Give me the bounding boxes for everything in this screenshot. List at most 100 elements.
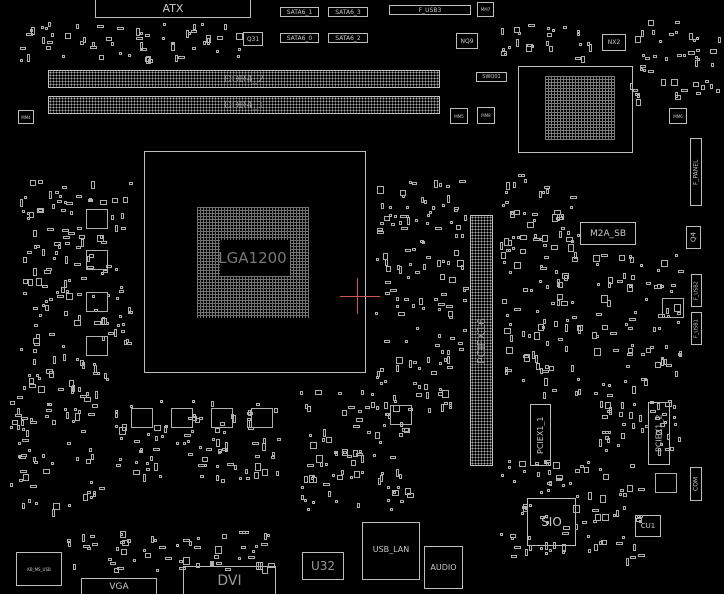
smd-pad [605,449,608,452]
smd-pad [356,418,363,422]
dvi-port[interactable]: DVI [183,566,276,594]
mm7-component[interactable]: MM7 [477,2,494,17]
mm4-component[interactable]: MM4 [18,110,34,124]
smd-pad [377,228,383,231]
smd-pad [616,510,619,517]
sata6-3-port[interactable]: SATA6_3 [328,7,368,17]
cpu-socket[interactable] [144,151,366,373]
smd-pad [341,470,344,475]
smd-pad [577,30,580,33]
audio-port[interactable]: AUDIO [424,546,463,589]
atx-connector[interactable]: ATX [95,0,251,18]
smd-pad [354,471,360,478]
ddr4-1-slot[interactable]: DDR4_1 [48,96,440,114]
smd-pad [602,325,608,330]
smd-pad [312,475,315,478]
smd-pad [203,41,206,45]
smd-pad [522,379,525,382]
smd-pad [450,337,455,340]
m2a-sb-slot[interactable]: M2A_SB [580,222,636,245]
smd-pad [380,382,383,385]
smd-pad [545,542,548,550]
smd-pad [225,568,231,571]
smd-pad [381,203,384,209]
smd-pad [619,493,622,496]
smd-pad [545,515,548,518]
sata6-2-port[interactable]: SATA6_2 [328,33,368,43]
smd-pad [427,357,430,363]
smd-pad [439,362,442,365]
smd-pad [353,425,360,428]
smd-pad [390,289,397,292]
usb-lan-port[interactable]: USB_LAN [362,522,420,580]
inductor-pad [655,473,677,493]
chipset-outline[interactable] [518,66,633,153]
smd-pad [523,288,528,292]
pciex16-slot[interactable]: PCIEX16 [470,215,493,466]
smd-pad [53,356,56,364]
mm6-component[interactable]: MM6 [669,108,687,124]
smd-pad [664,359,667,365]
smd-pad [10,426,13,429]
vga-port[interactable]: VGA [81,578,157,594]
smd-pad [165,557,172,560]
vga-label: VGA [109,582,129,592]
smd-pad [580,465,584,468]
pciex1-1-slot[interactable]: PCIEX1_1 [530,404,551,466]
chipset-bga [545,76,615,140]
f-panel-header[interactable]: F_PANEL [690,138,702,206]
smd-pad [159,546,166,549]
sata6-1-port[interactable]: SATA6_1 [280,7,319,17]
smd-pad [646,348,651,353]
nq9-component[interactable]: NQ9 [456,33,478,49]
smd-pad [522,331,525,337]
smd-pad [670,290,673,293]
nx2-component[interactable]: NX2 [602,34,626,51]
mm5-component[interactable]: MM5 [450,108,468,124]
smd-pad [449,402,452,409]
pciex1-2-slot[interactable]: PCIEX1_2 [648,402,670,465]
smd-pad [76,358,79,361]
smd-pad [65,33,71,39]
com-header[interactable]: COM [690,467,702,501]
smd-pad [367,431,371,434]
smd-pad [528,536,531,540]
smd-pad [648,70,654,73]
smd-pad [307,406,311,412]
smd-pad [661,358,664,366]
smd-pad [675,92,678,98]
smd-pad [450,221,453,224]
swq01-component[interactable]: SWQ01 [476,72,507,82]
smd-pad [501,252,506,259]
q4-component[interactable]: Q4 [686,226,701,249]
smd-pad [90,481,93,484]
smd-pad [156,569,159,572]
f-usb3-header[interactable]: F_USB3 [389,5,471,15]
f-usb2-header[interactable]: F_USB2 [691,274,702,307]
f-usb1-header[interactable]: F_USB1 [691,312,702,345]
smd-pad [121,330,125,333]
smd-pad [120,286,123,289]
u32-component[interactable]: U32 [302,552,344,580]
smd-pad [547,33,552,37]
smd-pad [627,284,633,292]
smd-pad [508,460,511,463]
mm8-component[interactable]: MM8 [477,107,495,124]
smd-pad [61,209,66,212]
smd-pad [558,282,563,288]
smd-pad [514,308,521,311]
smd-pad [412,182,417,185]
smd-pad [34,245,37,249]
smd-pad [701,85,705,90]
sio-chip[interactable]: SIO [527,498,576,546]
cu1-component[interactable]: CU1 [635,515,661,537]
smd-pad [106,378,109,381]
kb-ms-usb-port[interactable]: KB_MS_USB [16,552,62,586]
sata6-0-port[interactable]: SATA6_0 [280,33,319,43]
q31-component[interactable]: Q31 [243,32,263,46]
smd-pad [502,204,505,207]
smd-pad [248,427,254,430]
smd-pad [508,249,511,252]
ddr4-2-slot[interactable]: DDR4_2 [48,70,440,88]
smd-pad [44,270,51,274]
